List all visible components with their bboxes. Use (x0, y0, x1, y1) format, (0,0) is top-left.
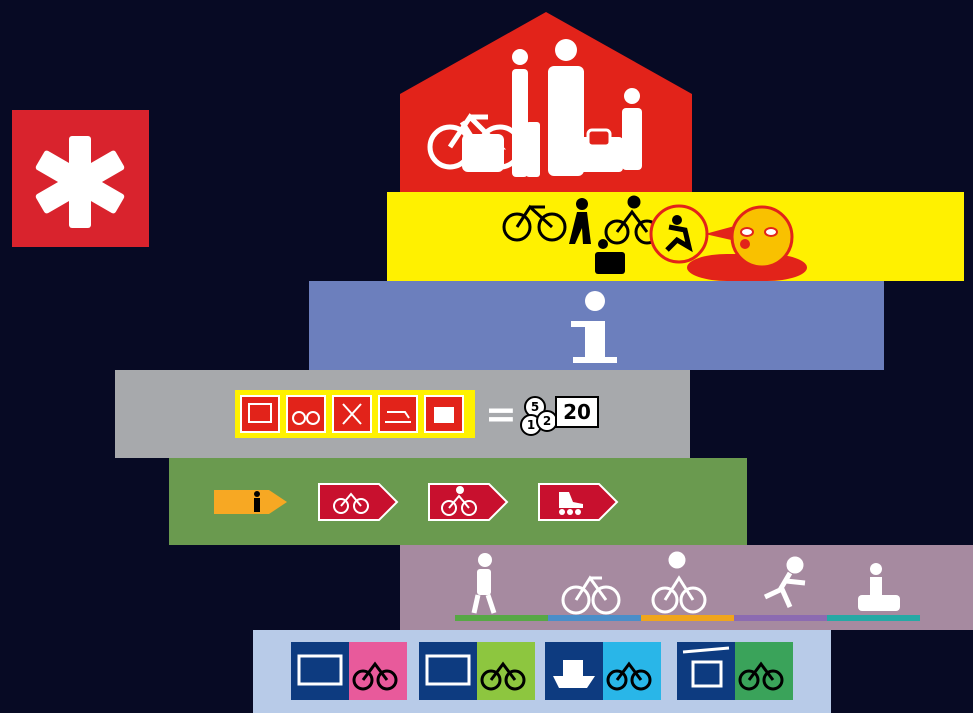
coin: 2 (536, 410, 558, 432)
train-bike-pair (291, 642, 407, 700)
services-band (387, 192, 964, 281)
luggage-house (400, 12, 692, 192)
suitcase-icon (526, 122, 540, 177)
inline-skates-icon (586, 128, 612, 148)
boat-bike-pair (545, 642, 661, 700)
mountainbiker-icon (651, 551, 707, 614)
bicycle-icon (480, 661, 526, 691)
train-icon (240, 395, 280, 433)
cablecar-bike-pair (677, 642, 793, 700)
wheelchair-icon (595, 239, 625, 274)
bus-icon (425, 654, 471, 686)
bicycle-icon (352, 661, 398, 691)
activities-band (400, 545, 973, 630)
mountainbike-sign (428, 483, 509, 521)
inline-skate-icon (559, 492, 583, 515)
bus-bike-pair (419, 642, 535, 700)
activity-stripe-hiking (455, 615, 548, 621)
hiker-icon (254, 491, 260, 512)
runner-icon (649, 204, 709, 264)
bicycle-icon (606, 661, 652, 691)
skater-icon (763, 556, 806, 609)
activity-stripe-skating (734, 615, 827, 621)
bicycle-icon (502, 204, 567, 242)
coins: 5 1 2 (520, 396, 560, 436)
price-note: 20 (555, 396, 599, 428)
mountainbiker-icon (441, 486, 477, 516)
bicycle-icon (333, 492, 369, 514)
walker-icon (569, 198, 591, 244)
asterisk-icon (35, 136, 125, 228)
cablecar-icon (682, 646, 730, 688)
person-icon (512, 49, 528, 177)
bed-icon (378, 395, 418, 433)
bicycle-icon (286, 395, 326, 433)
activity-stripe-cycling (548, 615, 641, 621)
equals-sign: = (485, 392, 517, 436)
cycling-sign (318, 483, 399, 521)
price-band: = 5 1 2 20 (115, 370, 690, 458)
train-icon (297, 654, 343, 686)
face-icon (687, 205, 807, 281)
service-icon-strip (235, 390, 475, 438)
activity-stripe-mtb (641, 615, 734, 621)
canoe-icon (858, 563, 900, 611)
boat-icon (553, 660, 595, 688)
bicycle-icon (561, 575, 621, 615)
suitcase-icon (575, 137, 623, 172)
bicycle-icon (738, 661, 784, 691)
activity-stripe-canoe (827, 615, 920, 621)
transport-band (253, 630, 831, 713)
hiker-icon (471, 553, 497, 614)
hiking-sign (214, 490, 287, 514)
signs-band (169, 458, 747, 545)
child-icon (622, 88, 642, 170)
info-icon (571, 291, 617, 363)
logo-badge (12, 110, 149, 247)
luggage-icon (462, 134, 504, 172)
info-band (309, 281, 884, 370)
skating-sign (538, 483, 619, 521)
